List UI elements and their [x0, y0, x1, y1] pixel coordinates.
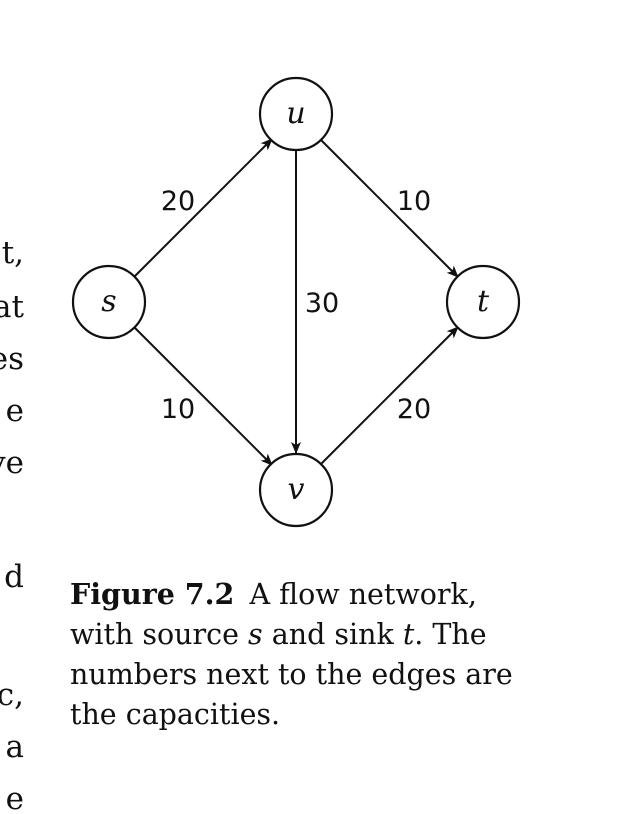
figure-caption: Figure 7.2 A flow network, with source s… — [70, 574, 520, 735]
text-fragment: e — [5, 781, 24, 814]
adjacent-column-fragments: t, at es e ve d c, a e — [0, 0, 24, 814]
flow-network-diagram: 20 10 30 10 20 s u v t — [71, 76, 521, 528]
node-t-label: t — [477, 284, 490, 319]
node-u: u — [258, 76, 334, 152]
text-fragment: d — [4, 559, 24, 595]
node-u-circle — [258, 76, 334, 152]
edge-u-t — [319, 138, 459, 278]
text-fragment: a — [5, 729, 24, 765]
node-u-label: u — [286, 96, 305, 131]
node-s: s — [71, 264, 147, 340]
node-v-label: v — [288, 472, 305, 507]
node-s-label: s — [101, 284, 116, 319]
text-fragment: e — [5, 393, 24, 429]
text-fragment: es — [0, 341, 24, 377]
figure-label: Figure 7.2 — [70, 577, 235, 611]
node-t-circle — [445, 264, 521, 340]
text-fragment: c, — [0, 677, 24, 713]
capacity-label-s-v: 10 — [161, 394, 195, 425]
caption-sink-symbol: t — [402, 618, 415, 651]
text-fragment: ve — [0, 445, 24, 481]
edge-v-t — [319, 326, 459, 466]
node-v-circle — [258, 452, 334, 528]
edge-s-u — [133, 138, 273, 278]
capacity-label-s-u: 20 — [161, 186, 195, 217]
caption-text-3: . The numbers next to the edges are the … — [70, 618, 513, 731]
node-v: v — [258, 452, 334, 528]
capacity-label-v-t: 20 — [397, 394, 431, 425]
capacity-label-u-v: 30 — [305, 288, 339, 319]
capacity-label-u-t: 10 — [397, 186, 431, 217]
text-fragment: at — [0, 289, 24, 325]
caption-text-2: and sink — [262, 618, 403, 651]
node-t: t — [445, 264, 521, 340]
caption-source-symbol: s — [248, 618, 263, 651]
node-s-circle — [71, 264, 147, 340]
caption-text-1: A flow network, with source — [70, 578, 477, 651]
edge-s-v — [133, 326, 273, 466]
text-fragment: t, — [1, 235, 24, 271]
